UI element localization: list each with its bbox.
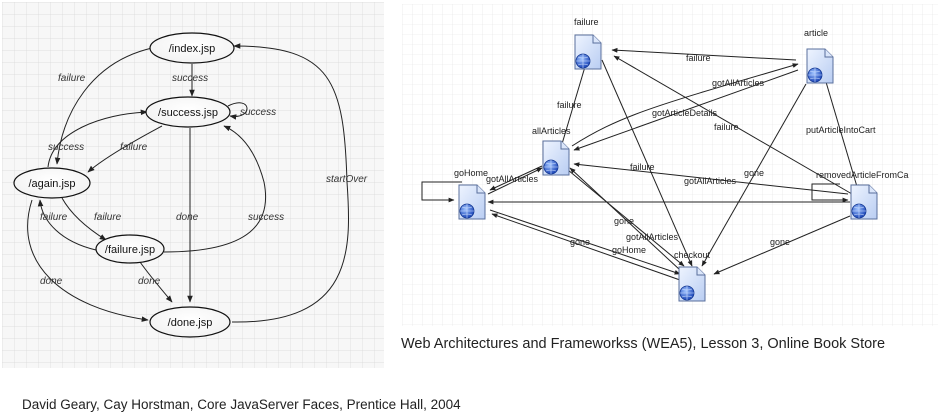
label-success-self: success [240, 107, 276, 118]
page-failure: failure [574, 17, 602, 70]
edge-removed-failure [613, 55, 853, 195]
figure-caption: Web Architectures and Frameworkss (WEA5)… [401, 336, 886, 352]
edge-article-allarticles [573, 69, 799, 151]
page-removed-label: removedArticleFromCa [816, 170, 909, 180]
page-removed: removedArticleFromCa [816, 170, 909, 220]
page-gohome-label: goHome [454, 168, 488, 178]
edge-again-to-done [27, 199, 149, 322]
jsf-navigation-diagram: failure success success success failure … [2, 2, 384, 368]
label-index-success: success [172, 73, 208, 84]
edge-removed-checkout [713, 215, 851, 275]
edge-failure-to-again [37, 199, 97, 251]
page-allarticles-label: allArticles [532, 126, 571, 136]
label-3: failure [557, 100, 582, 110]
bookstore-navigation-diagram: failure gotAllArticles failure gotArticl… [402, 4, 938, 326]
edge-allarticles-gohome [489, 165, 543, 191]
node-again: /again.jsp [13, 167, 91, 199]
label-1: failure [686, 53, 711, 63]
label-startover: startOver [326, 174, 368, 185]
navigation-graph: failure success success success failure … [2, 2, 384, 368]
edge-checkout-allarticles [569, 167, 681, 271]
edge-allarticles-failure [561, 59, 588, 145]
page-checkout-label: checkout [674, 250, 711, 260]
label-8: failure [630, 162, 655, 172]
page-article: article [804, 28, 834, 84]
edge-failure-to-success [163, 125, 267, 253]
node-index-label: /index.jsp [169, 43, 215, 55]
label-9: gotAllArticles [684, 176, 737, 186]
label-again-success: success [48, 142, 84, 153]
edge-gohome-self [421, 181, 462, 203]
label-success-again: failure [120, 142, 148, 153]
label-5: failure [714, 122, 739, 132]
edge-article-removed [825, 81, 859, 191]
edge-allarticles-article [571, 63, 799, 147]
node-index: /index.jsp [149, 32, 235, 64]
edge-article-failure [611, 47, 797, 61]
label-failure-done: done [138, 276, 161, 287]
edge-gohome-checkout [489, 209, 681, 275]
label-10: gone [744, 168, 764, 178]
page-article-label: article [804, 28, 828, 38]
label-4: gotArticleDetails [652, 108, 718, 118]
label-again-failure: failure [40, 212, 68, 223]
label-again-done: done [40, 276, 63, 287]
label-2: gotAllArticles [712, 78, 765, 88]
label-6: putArticleIntoCart [806, 125, 876, 135]
label-15: gone [770, 237, 790, 247]
edge-failure-to-done [139, 261, 173, 303]
node-failure: /failure.jsp [95, 234, 165, 264]
node-success: /success.jsp [145, 96, 231, 128]
label-14: goHome [612, 245, 646, 255]
edge-article-checkout [701, 83, 807, 267]
graph-edges [27, 43, 350, 323]
node-again-label: /again.jsp [28, 178, 75, 190]
edge-removed-self [811, 183, 849, 203]
edge-checkout-gohome [491, 213, 681, 281]
graph-edge-labels: failure success success success failure … [40, 73, 368, 287]
label-11: gone [614, 216, 634, 226]
edge-failure-checkout [601, 59, 693, 267]
node-done: /done.jsp [149, 306, 231, 338]
label-index-again: failure [58, 73, 86, 84]
bookstore-edge-labels: failure gotAllArticles failure gotArticl… [486, 53, 876, 255]
label-12: gotAllArticles [626, 232, 679, 242]
node-done-label: /done.jsp [168, 317, 213, 329]
source-citation: David Geary, Cay Horstman, Core JavaServ… [22, 397, 461, 412]
edge-done-to-index [231, 43, 350, 323]
page-checkout: checkout [674, 250, 711, 302]
label-success-done: done [176, 212, 199, 223]
grid-lines [402, 4, 938, 326]
edge-gohome-allarticles [487, 167, 543, 195]
bookstore-edges [421, 47, 859, 281]
label-failure-again: failure [94, 212, 122, 223]
node-failure-label: /failure.jsp [105, 244, 155, 256]
edge-index-to-again [54, 47, 153, 165]
page-gohome: goHome [454, 168, 488, 220]
edge-success-to-again [87, 125, 163, 173]
edge-removed-allarticles [573, 162, 849, 195]
bookstore-graph: failure gotAllArticles failure gotArticl… [402, 4, 938, 326]
page-allarticles: allArticles [532, 126, 571, 176]
edge-success-self [227, 102, 248, 120]
edge-again-to-failure [61, 197, 107, 241]
edge-allarticles-checkout [567, 169, 685, 267]
label-failure-success: success [248, 212, 284, 223]
node-success-label: /success.jsp [158, 107, 218, 119]
label-7: gotAllArticles [486, 174, 539, 184]
page-failure-label: failure [574, 17, 599, 27]
label-13: gone [570, 237, 590, 247]
edge-again-to-success [47, 109, 148, 168]
